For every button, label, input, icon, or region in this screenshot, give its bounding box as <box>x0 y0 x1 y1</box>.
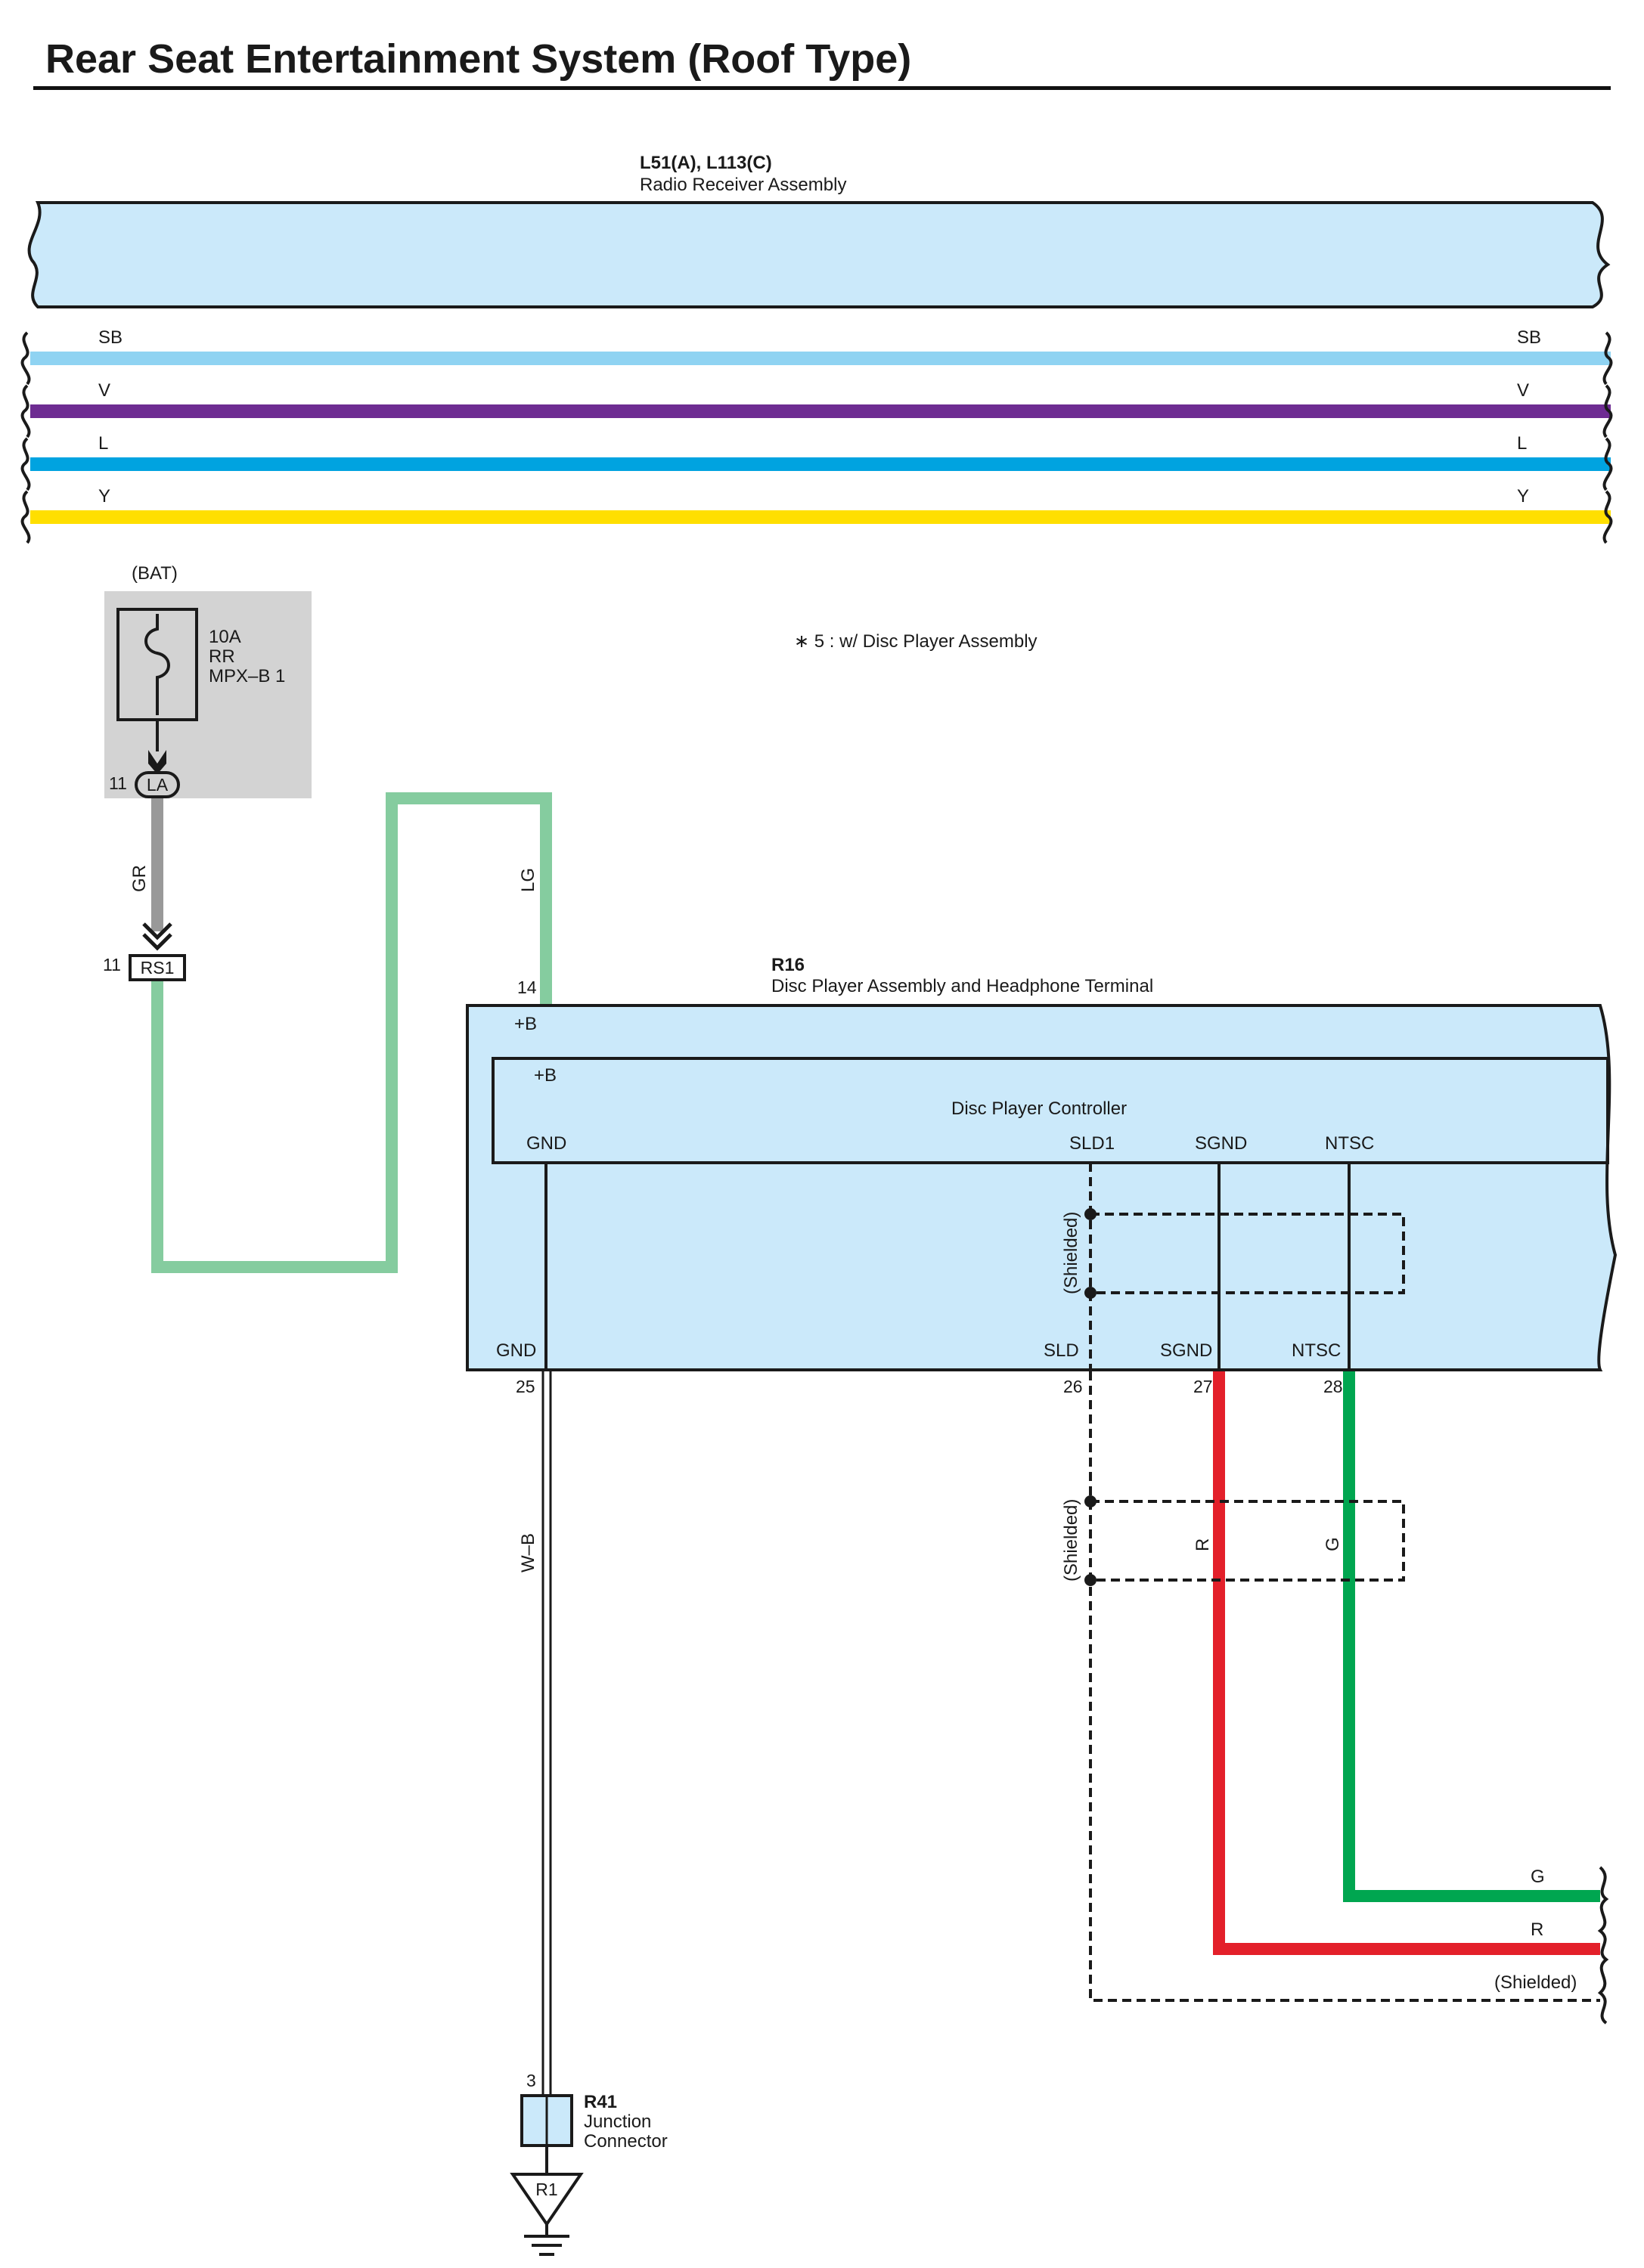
bus-wire-label-right: Y <box>1517 486 1529 507</box>
rs1-pin-number: 11 <box>103 955 121 974</box>
bus-break-mark-right <box>1602 331 1613 386</box>
controller-box <box>492 1057 1609 1164</box>
radio-receiver-name: Radio Receiver Assembly <box>640 175 846 195</box>
lg-wire <box>151 792 552 1273</box>
controller-ntsc-label: NTSC <box>1325 1133 1374 1154</box>
fuse-rating: 10A <box>209 627 241 647</box>
la-connector-code: LA <box>147 775 169 795</box>
fuse-name-line1: RR <box>209 646 235 667</box>
junction-pin-number: 3 <box>526 2071 536 2090</box>
junction-name-line2: Connector <box>584 2131 668 2152</box>
ground-icon <box>524 2235 569 2256</box>
controller-bplus-label: +B <box>534 1065 557 1086</box>
internal-shield-dot-top <box>1084 1208 1097 1220</box>
controller-sgnd-label: SGND <box>1195 1133 1247 1154</box>
shield-dot-bottom <box>1084 1574 1097 1586</box>
controller-gnd-label: GND <box>526 1133 566 1154</box>
bus-break-mark-left <box>20 384 31 438</box>
page-title: Rear Seat Entertainment System (Roof Typ… <box>45 36 911 82</box>
shield-dot-top <box>1084 1495 1097 1507</box>
g-wire <box>1343 1371 1600 1902</box>
fuse-name-line2: MPX–B 1 <box>209 666 285 686</box>
g-wire-label: G <box>1323 1537 1343 1551</box>
pin-sgnd-number: 27 <box>1193 1377 1213 1396</box>
lg-wire-label: LG <box>518 868 538 892</box>
male-terminal-icon <box>142 922 172 951</box>
bus-wire-label-right: V <box>1517 380 1529 401</box>
right-r-label: R <box>1531 1919 1543 1940</box>
pin-sld-label: SLD <box>1044 1340 1079 1361</box>
internal-shield-box <box>1090 1213 1405 1294</box>
radio-receiver-box <box>27 201 1611 308</box>
pin-gnd-label: GND <box>496 1340 536 1361</box>
la-pin-number: 11 <box>109 773 127 793</box>
junction-name-line1: Junction <box>584 2112 651 2132</box>
disc-player-bplus-label: +B <box>514 1014 537 1034</box>
bus-wire-label-left: V <box>98 380 110 401</box>
la-connector <box>135 771 180 798</box>
bus-break-mark-left <box>20 331 31 386</box>
gr-wire-label: GR <box>129 865 150 892</box>
female-terminal-icon <box>148 750 166 774</box>
ground-point-icon <box>510 2173 584 2227</box>
disc-player-box <box>466 1004 1618 1371</box>
junction-code: R41 <box>584 2092 617 2112</box>
rs1-connector <box>129 954 186 981</box>
ground-point-code: R1 <box>535 2180 557 2199</box>
right-shielded-label: (Shielded) <box>1494 1972 1577 1993</box>
fuse-block <box>104 591 312 798</box>
bus-break-mark-right <box>1602 437 1613 491</box>
bus-break-mark-left <box>20 437 31 491</box>
radio-receiver-code: L51(A), L113(C) <box>640 153 772 173</box>
right-break-mark <box>1597 1866 1609 2025</box>
pin-gnd-number: 25 <box>516 1377 535 1396</box>
shield-box <box>1090 1500 1405 1582</box>
bus-wire-label-left: SB <box>98 327 123 348</box>
disc-player-code: R16 <box>771 955 805 975</box>
r-wire-label: R <box>1193 1538 1213 1551</box>
bus-break-mark-right <box>1602 384 1613 438</box>
right-g-label: G <box>1531 1867 1545 1887</box>
internal-shielded-label: (Shielded) <box>1061 1212 1081 1294</box>
bus-wire-label-right: L <box>1517 433 1527 454</box>
bus-break-mark-right <box>1602 490 1613 544</box>
internal-shield-dot-bottom <box>1084 1287 1097 1299</box>
bus-wires: SB SB V V L L Y Y <box>20 327 1613 544</box>
pin-sgnd-label: SGND <box>1160 1340 1212 1361</box>
wb-wire-label: W–B <box>518 1533 538 1572</box>
pin-ntsc-number: 28 <box>1323 1377 1343 1396</box>
r-wire <box>1213 1371 1600 1955</box>
bus-wire-label-left: Y <box>98 486 110 507</box>
title-underline <box>33 86 1611 90</box>
bus-wire-label-right: SB <box>1517 327 1541 348</box>
fuse-icon <box>144 614 170 715</box>
rs1-connector-code: RS1 <box>141 958 175 978</box>
bplus-pin-number: 14 <box>517 978 537 997</box>
pin-ntsc-label: NTSC <box>1292 1340 1341 1361</box>
bus-wire-label-left: L <box>98 433 108 454</box>
pin-sld-number: 26 <box>1063 1377 1083 1396</box>
bus-break-mark-left <box>20 490 31 544</box>
disc-player-name: Disc Player Assembly and Headphone Termi… <box>771 976 1153 996</box>
note-text: ∗ 5 : w/ Disc Player Assembly <box>794 631 1038 652</box>
fuse-source: (BAT) <box>132 563 178 584</box>
controller-sld1-label: SLD1 <box>1069 1133 1115 1154</box>
shielded-label: (Shielded) <box>1061 1499 1081 1582</box>
controller-name: Disc Player Controller <box>951 1098 1127 1119</box>
